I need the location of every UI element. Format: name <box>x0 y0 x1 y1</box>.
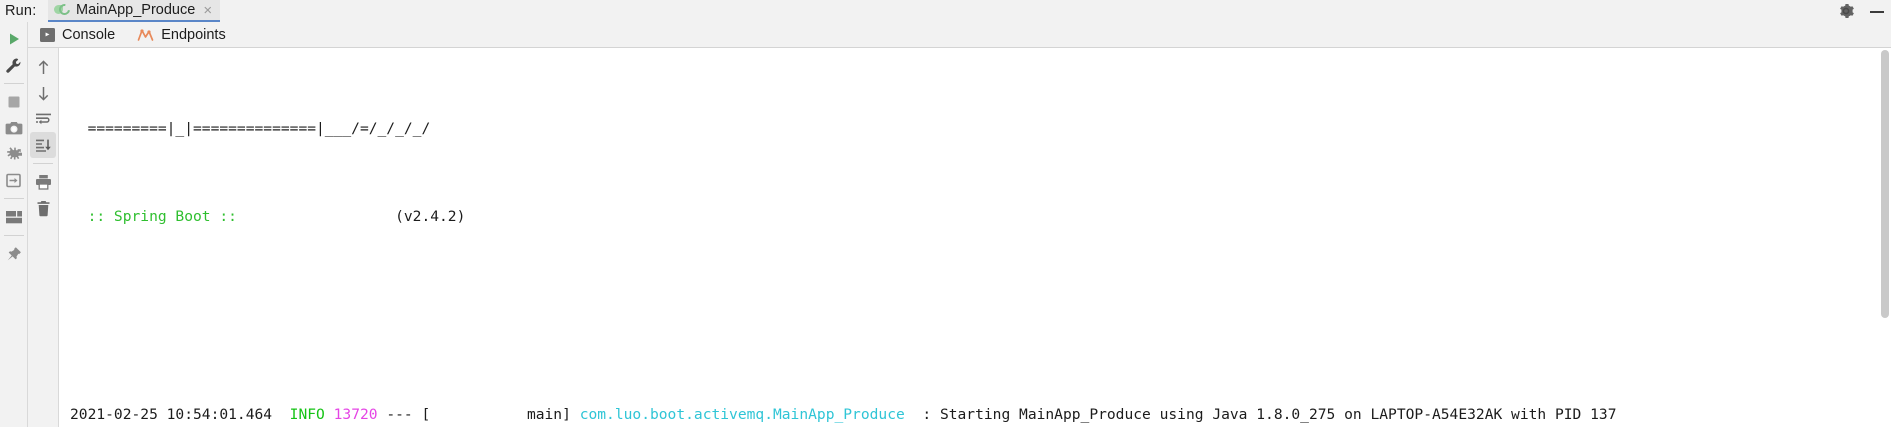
log-line: 2021-02-25 10:54:01.464 INFO 13720 --- [… <box>70 404 1617 426</box>
spring-boot-label: :: Spring Boot :: <box>70 208 237 225</box>
layout-icon <box>5 210 22 223</box>
tab-endpoints-label: Endpoints <box>161 26 226 43</box>
minimize-icon[interactable] <box>1869 2 1885 20</box>
scrollbar-thumb[interactable] <box>1881 50 1889 318</box>
log-thread: main] <box>526 406 571 423</box>
wrench-icon <box>6 58 21 73</box>
log-pid: 13720 <box>333 406 378 423</box>
console-tab-strip: ▸ Console Endpoints <box>28 22 1891 48</box>
thread-dump-icon <box>7 146 22 159</box>
console-actions-toolbar <box>28 48 59 427</box>
log-message: Starting MainApp_Produce using Java 1.8.… <box>939 406 1617 423</box>
down-button[interactable] <box>30 80 56 106</box>
log-separator: --- [ <box>386 406 431 423</box>
gear-icon[interactable] <box>1837 2 1855 20</box>
pin-button[interactable] <box>1 241 27 267</box>
tab-console[interactable]: ▸ Console <box>40 22 115 48</box>
pin-icon <box>7 246 21 260</box>
title-bar: Run: MainApp_Produce × <box>0 0 1891 22</box>
play-icon <box>9 33 19 45</box>
spring-boot-leaf-icon <box>54 1 73 18</box>
console-icon: ▸ <box>40 27 55 42</box>
soft-wrap-icon <box>35 113 51 124</box>
run-label: Run: <box>5 3 37 19</box>
log-level: INFO <box>289 406 325 423</box>
soft-wrap-button[interactable] <box>30 106 56 132</box>
thread-dump-button[interactable] <box>1 141 27 167</box>
layout-button[interactable] <box>1 204 27 230</box>
console-output[interactable]: =========|_|==============|___/=/_/_/_/ … <box>59 48 1891 427</box>
close-icon[interactable]: × <box>203 1 213 19</box>
tab-console-label: Console <box>62 26 116 43</box>
export-button[interactable] <box>1 167 27 193</box>
tab-endpoints[interactable]: Endpoints <box>137 22 226 48</box>
console-scrollbar[interactable] <box>1879 48 1891 427</box>
banner-ascii-line: =========|_|==============|___/=/_/_/_/ <box>70 118 1617 140</box>
run-tab-label: MainApp_Produce <box>76 2 196 18</box>
run-tab-mainapp-produce[interactable]: MainApp_Produce × <box>48 0 221 22</box>
stop-button[interactable] <box>1 89 27 115</box>
arrow-into-box-icon <box>6 173 21 187</box>
window-buttons <box>1837 2 1885 20</box>
stop-square-icon <box>8 96 19 108</box>
up-button[interactable] <box>30 54 56 80</box>
log-colon: : <box>922 406 932 423</box>
camera-icon <box>5 122 22 135</box>
edit-configuration-button[interactable] <box>1 52 27 78</box>
trash-icon <box>37 200 49 216</box>
camera-button[interactable] <box>1 115 27 141</box>
scroll-to-end-icon <box>35 139 51 152</box>
rerun-button[interactable] <box>1 26 27 52</box>
scroll-to-end-button[interactable] <box>30 132 56 158</box>
arrow-up-icon <box>38 59 48 74</box>
clear-all-button[interactable] <box>30 195 56 221</box>
arrow-down-icon <box>38 86 48 101</box>
printer-icon <box>35 175 51 190</box>
console-text: =========|_|==============|___/=/_/_/_/ … <box>70 52 1617 427</box>
print-button[interactable] <box>30 169 56 195</box>
log-timestamp: 2021-02-25 10:54:01.464 <box>70 406 273 423</box>
banner-ascii: =========|_|==============|___/=/_/_/_/ <box>70 120 431 137</box>
log-logger: com.luo.boot.activemq.MainApp_Produce <box>579 406 905 423</box>
run-actions-toolbar <box>0 22 28 427</box>
blank-line <box>70 294 1617 316</box>
endpoints-icon <box>137 28 154 42</box>
banner-spring-line: :: Spring Boot :: (v2.4.2) <box>70 206 1617 228</box>
spring-boot-version: (v2.4.2) <box>395 208 466 225</box>
